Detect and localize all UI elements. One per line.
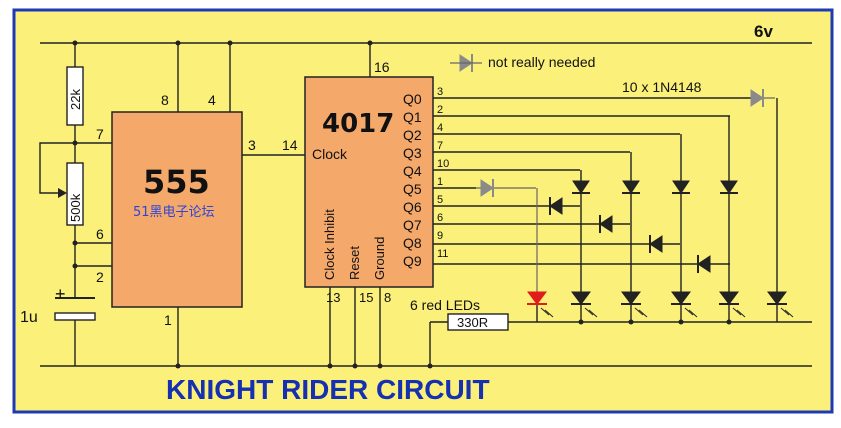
q-output-label: Q5 [403, 181, 422, 197]
reset-label: Reset [347, 246, 362, 280]
resistor-330r-label: 330R [457, 315, 488, 330]
pin-555-3: 3 [248, 137, 256, 153]
chip-4017 [304, 76, 434, 288]
q-row: Q1 2 [403, 104, 730, 125]
q-output-pin: 1 [437, 176, 443, 188]
q-row: Q2 4 [403, 122, 680, 143]
watermark-text: 51黑电子论坛 [133, 205, 215, 220]
q-output-label: Q7 [403, 217, 422, 233]
diode-part-label: 10 x 1N4148 [622, 79, 702, 95]
q-output-label: Q3 [403, 145, 422, 161]
capacitor-1u [54, 312, 96, 321]
pin-555-6: 6 [96, 226, 104, 242]
q-row: Q0 3 [403, 86, 775, 107]
pin-4017-15: 15 [359, 290, 373, 305]
pin-555-8: 8 [161, 92, 169, 108]
q-output-pin: 2 [437, 104, 443, 116]
q-output-pin: 5 [437, 194, 443, 206]
q-output-pin: 3 [437, 86, 443, 98]
q-row: Q8 9 [403, 230, 680, 251]
pin-555-1: 1 [164, 312, 172, 328]
q-output-label: Q2 [403, 127, 422, 143]
q-output-pin: 9 [437, 230, 443, 242]
q-output-pin: 7 [437, 140, 443, 152]
q-output-pin: 11 [437, 248, 448, 260]
pin-555-7: 7 [96, 126, 104, 142]
q-row: Q3 7 [403, 140, 630, 161]
q-output-pin: 6 [437, 212, 443, 224]
q-output-pin: 4 [437, 122, 443, 134]
clock-input-label: Clock [312, 146, 348, 162]
capacitor-label: 1u [20, 309, 38, 326]
diagram-title: KNIGHT RIDER CIRCUIT [166, 374, 490, 405]
led-note: 6 red LEDs [410, 297, 480, 313]
q-row: Q4 10 [403, 158, 580, 179]
potentiometer-label: 500k [68, 193, 83, 222]
q-output-pin: 10 [437, 158, 449, 170]
resistor-330r [447, 313, 509, 331]
svg-text:+: + [55, 284, 66, 304]
supply-label: 6v [754, 22, 773, 41]
pin-4017-8: 8 [384, 290, 391, 305]
pin-4017-16: 16 [374, 59, 390, 75]
q-row: Q7 6 [403, 212, 630, 233]
chip-4017-label: 4017 [322, 109, 394, 139]
resistor-22k-label: 22k [68, 89, 83, 110]
pin-4017-13: 13 [326, 290, 340, 305]
pin-555-4: 4 [208, 92, 216, 108]
pin-4017-14: 14 [282, 137, 298, 153]
clock-inhibit-label: Clock Inhibit [322, 209, 337, 280]
q-output-label: Q6 [403, 199, 422, 215]
chip-555-label: 555 [143, 163, 210, 201]
ground-pin-label: Ground [372, 237, 387, 280]
chip-555 [111, 111, 243, 308]
q-output-label: Q8 [403, 235, 422, 251]
q-output-label: Q9 [403, 253, 422, 269]
optional-diode-note: not really needed [488, 54, 595, 70]
q-output-label: Q0 [403, 91, 422, 107]
q-output-label: Q1 [403, 109, 422, 125]
q-output-label: Q4 [403, 163, 422, 179]
pin-555-2: 2 [96, 269, 104, 285]
